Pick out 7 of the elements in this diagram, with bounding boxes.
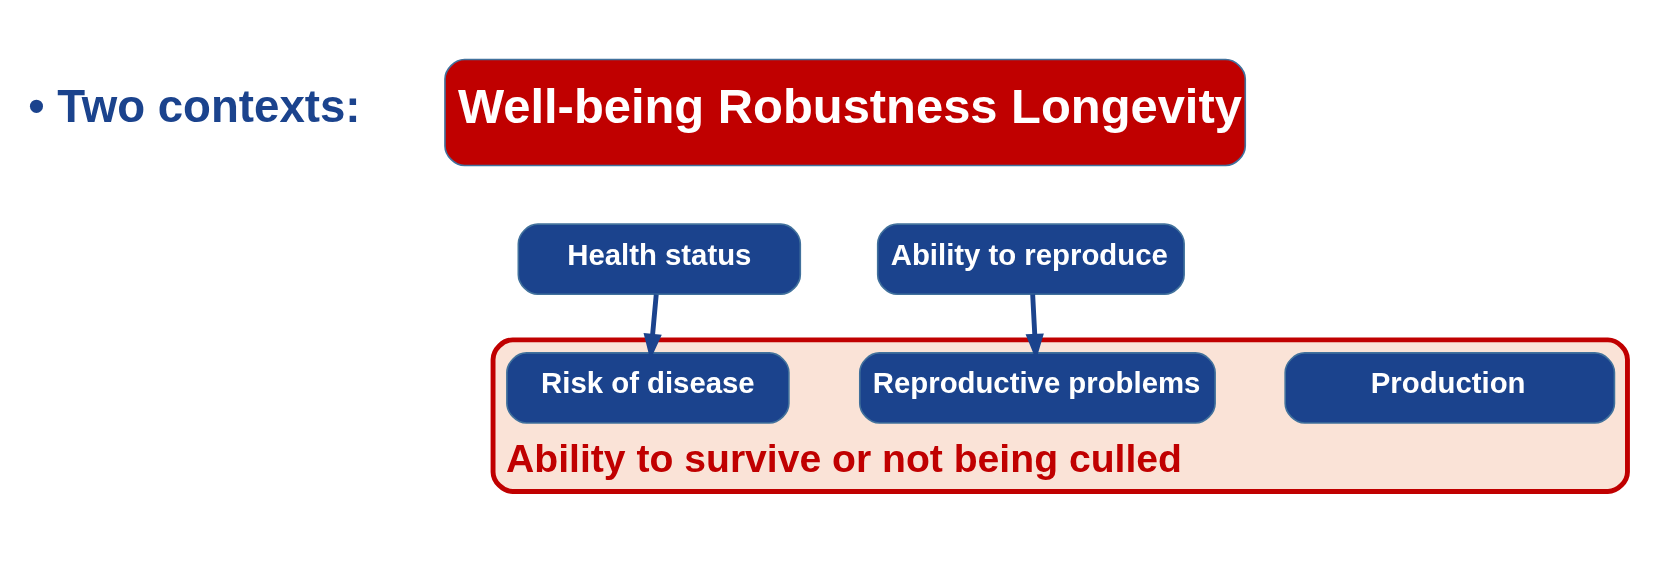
node-box: Reproductive problems [858,351,1216,424]
node-box: Well-being Robustness Longevity [444,58,1247,166]
node-box: Risk of disease [506,351,790,424]
node-box: Health status [517,222,802,295]
node-box: Production [1284,351,1616,424]
node-box: Ability to reproduce [876,222,1185,295]
label: • Two contexts: [28,80,361,132]
